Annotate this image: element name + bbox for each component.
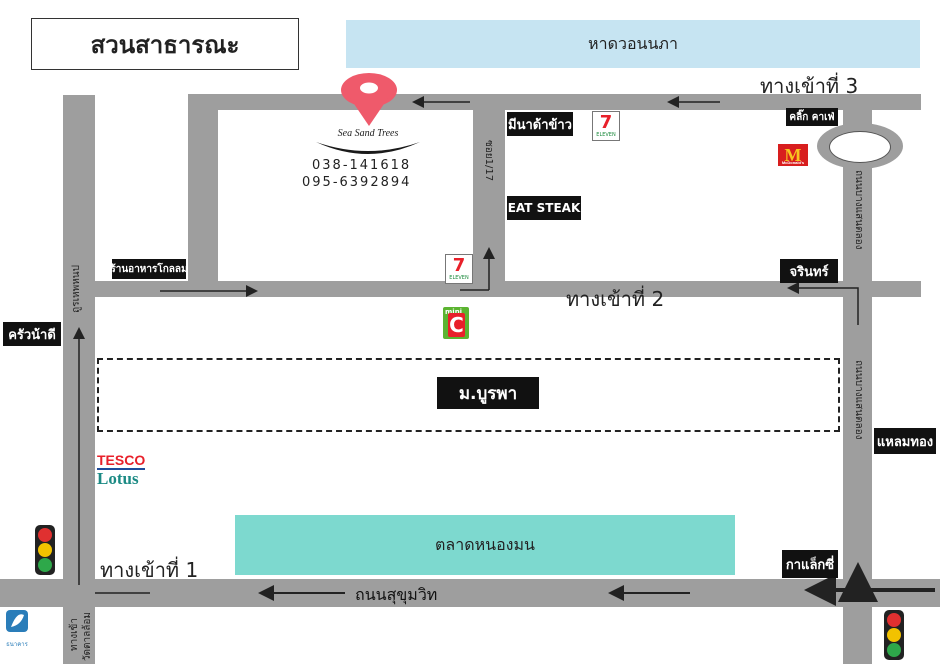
seven-eleven-number: 7	[599, 112, 613, 133]
seven-eleven-sub: ELEVEN	[449, 275, 469, 281]
map-title: สวนสาธารณะ	[90, 30, 240, 59]
mcdonalds-name: McDonald's	[781, 160, 805, 165]
road-label-bottom-left-2: วัดตาลล้อม	[82, 612, 93, 662]
place-laemthong: แหลมทอง	[874, 428, 936, 454]
tesco-text: TESCO	[97, 452, 146, 470]
road-label-right-top: ถนนบางแสนตลอง	[853, 170, 864, 250]
university-label: ม.บูรพา	[437, 377, 539, 409]
place-klonglom: ร้านอาหารโกลลม	[110, 259, 188, 279]
traffic-light-icon-left	[35, 525, 55, 575]
market-area: ตลาดหนองมน	[235, 515, 735, 575]
place-kruanadee: ครัวน้าดี	[3, 322, 61, 346]
market-label: ตลาดหนองมน	[435, 534, 535, 554]
tesco-lotus-logo: TESCO Lotus	[97, 452, 146, 488]
hotel-phone-2: 095-6392894	[302, 175, 412, 190]
mcdonalds-logo: M McDonald's	[778, 144, 808, 166]
beach-band: หาดวอนนภา	[346, 20, 920, 68]
seven-eleven-number: 7	[452, 255, 466, 276]
beach-label: หาดวอนนภา	[588, 33, 678, 53]
hotel-logo-wave-icon	[316, 142, 420, 154]
mini-c-text: mini	[445, 308, 463, 316]
university-area	[97, 358, 840, 432]
place-galaxy: กาแล็กซี่	[782, 550, 838, 578]
lotus-text: Lotus	[97, 469, 139, 488]
mini-c-logo: mini C	[443, 307, 469, 339]
gate-3-label: ทางเข้าที่ 3	[760, 74, 859, 98]
place-jarin: จรินทร์	[780, 259, 838, 283]
map-title-box: สวนสาธารณะ	[31, 18, 299, 70]
sukhumvit-label: ถนนสุขุมวิท	[355, 585, 438, 604]
road-soi-vertical	[188, 94, 218, 294]
road-label-left: ถูรเหพหนป	[71, 265, 82, 313]
gate-2-label: ทางเข้าที่ 2	[566, 287, 665, 311]
location-pin-icon	[341, 73, 397, 126]
bank-leaf-icon	[6, 610, 28, 632]
seven-eleven-logo-top: 7 ELEVEN	[592, 111, 620, 141]
seven-eleven-logo-middle: 7 ELEVEN	[445, 254, 473, 284]
hotel-phone-1: 038-141618	[312, 158, 412, 173]
bank-logo: ธนาคาร	[3, 609, 31, 649]
bank-label: ธนาคาร	[6, 641, 28, 648]
place-click-cafe: คลิ๊ก คาเฟ่	[786, 108, 838, 126]
traffic-light-icon-right	[884, 610, 904, 660]
hotel-name: Sea Sand Trees	[337, 128, 399, 139]
place-eat-steak: EAT STEAK	[507, 196, 581, 220]
place-mina-khao: มีนาด้าข้าว	[507, 112, 573, 136]
gate-1-label: ทางเข้าที่ 1	[100, 558, 199, 582]
road-label-right-mid: ถนนบางแสนตลอง	[853, 360, 864, 440]
road-label-soi: ซอย1/17	[483, 140, 494, 182]
mcdonalds-m: M	[784, 145, 802, 165]
mini-c-big: C	[448, 313, 465, 337]
roundabout-center	[829, 131, 891, 163]
arrow-right-loop	[787, 282, 859, 325]
seven-eleven-sub: ELEVEN	[596, 132, 616, 138]
road-sukhumvit	[0, 579, 940, 607]
road-middle	[95, 281, 921, 297]
